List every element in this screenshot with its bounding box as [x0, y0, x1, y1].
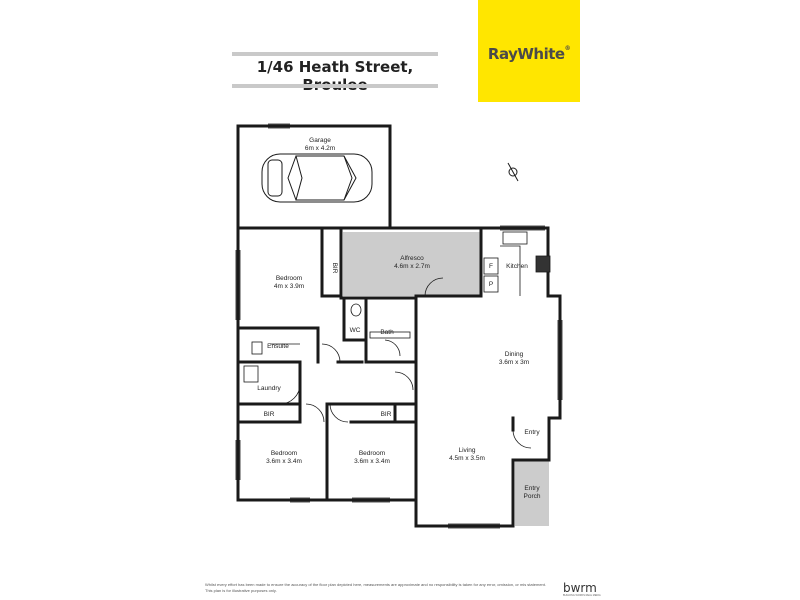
bir-main-label: BIR: [331, 263, 338, 274]
laundry-tub: [243, 365, 259, 383]
bedroom-mid-size: 3.6m x 3.4m: [354, 458, 390, 465]
doors: [270, 277, 532, 449]
alfresco-label: Alfresco: [400, 255, 424, 262]
disclaimer: Whilst every effort has been made to ens…: [205, 582, 555, 594]
living-size: 4.5m x 3.5m: [449, 455, 485, 462]
title-bar-bottom: [232, 84, 438, 88]
living-label: Living: [459, 447, 476, 454]
ensuite-toilet: [251, 341, 263, 355]
bwrm-logo-sub: BUILDING WORKS REAL MEDIA: [563, 594, 601, 597]
garage-label: Garage: [309, 137, 331, 144]
kitchen-sink: [502, 231, 528, 245]
bedroom-main-size: 4m x 3.9m: [274, 283, 304, 290]
bathtub-edge: [369, 331, 411, 339]
windows: [235, 123, 563, 529]
ensuite-label: Ensuite: [267, 343, 289, 350]
cooktop: [535, 255, 551, 273]
entry-porch-area: [515, 460, 549, 526]
raywhite-logo[interactable]: RayWhite®: [478, 0, 580, 102]
pantry-label: P: [489, 281, 493, 288]
garage-size: 6m x 4.2m: [305, 145, 335, 152]
bwrm-logo[interactable]: bwrm BUILDING WORKS REAL MEDIA: [561, 581, 603, 597]
compass-icon: [507, 162, 519, 182]
kitchen-label: Kitchen: [506, 263, 528, 270]
laundry-label: Laundry: [257, 385, 281, 392]
logo-text: RayWhite®: [487, 45, 571, 63]
entry-porch-label-1: Entry: [524, 485, 540, 492]
fixtures: [243, 231, 551, 383]
bwrm-logo-text: bwrm: [563, 581, 597, 595]
bath-label: Bath: [380, 329, 394, 336]
wc-label: WC: [350, 327, 361, 334]
bedroom-main-label: Bedroom: [276, 275, 302, 282]
disclaimer-line-1: Whilst every effort has been made to ens…: [205, 582, 546, 587]
dining-label: Dining: [505, 351, 524, 358]
bedroom-left-label: Bedroom: [271, 450, 297, 457]
car-icon: [261, 153, 373, 203]
toilet: [350, 303, 362, 317]
bir-mid-label: BIR: [381, 411, 392, 418]
alfresco-area: [343, 232, 481, 296]
fridge-label: F: [489, 263, 493, 270]
title-block: 1/46 Heath Street, Broulee: [232, 50, 438, 94]
title-bar-top: [232, 52, 438, 56]
bir-left-label: BIR: [264, 411, 275, 418]
bedroom-mid-label: Bedroom: [359, 450, 385, 457]
disclaimer-line-2: This plan is for illustrative purposes o…: [205, 588, 277, 593]
walls: [236, 124, 562, 528]
pantry-space: [483, 275, 499, 293]
alfresco-size: 4.6m x 2.7m: [394, 263, 430, 270]
bedroom-left-size: 3.6m x 3.4m: [266, 458, 302, 465]
fridge-space: [483, 257, 499, 275]
entry-porch-label-2: Porch: [524, 493, 541, 500]
dining-size: 3.6m x 3m: [499, 359, 529, 366]
entry-label: Entry: [524, 429, 540, 436]
